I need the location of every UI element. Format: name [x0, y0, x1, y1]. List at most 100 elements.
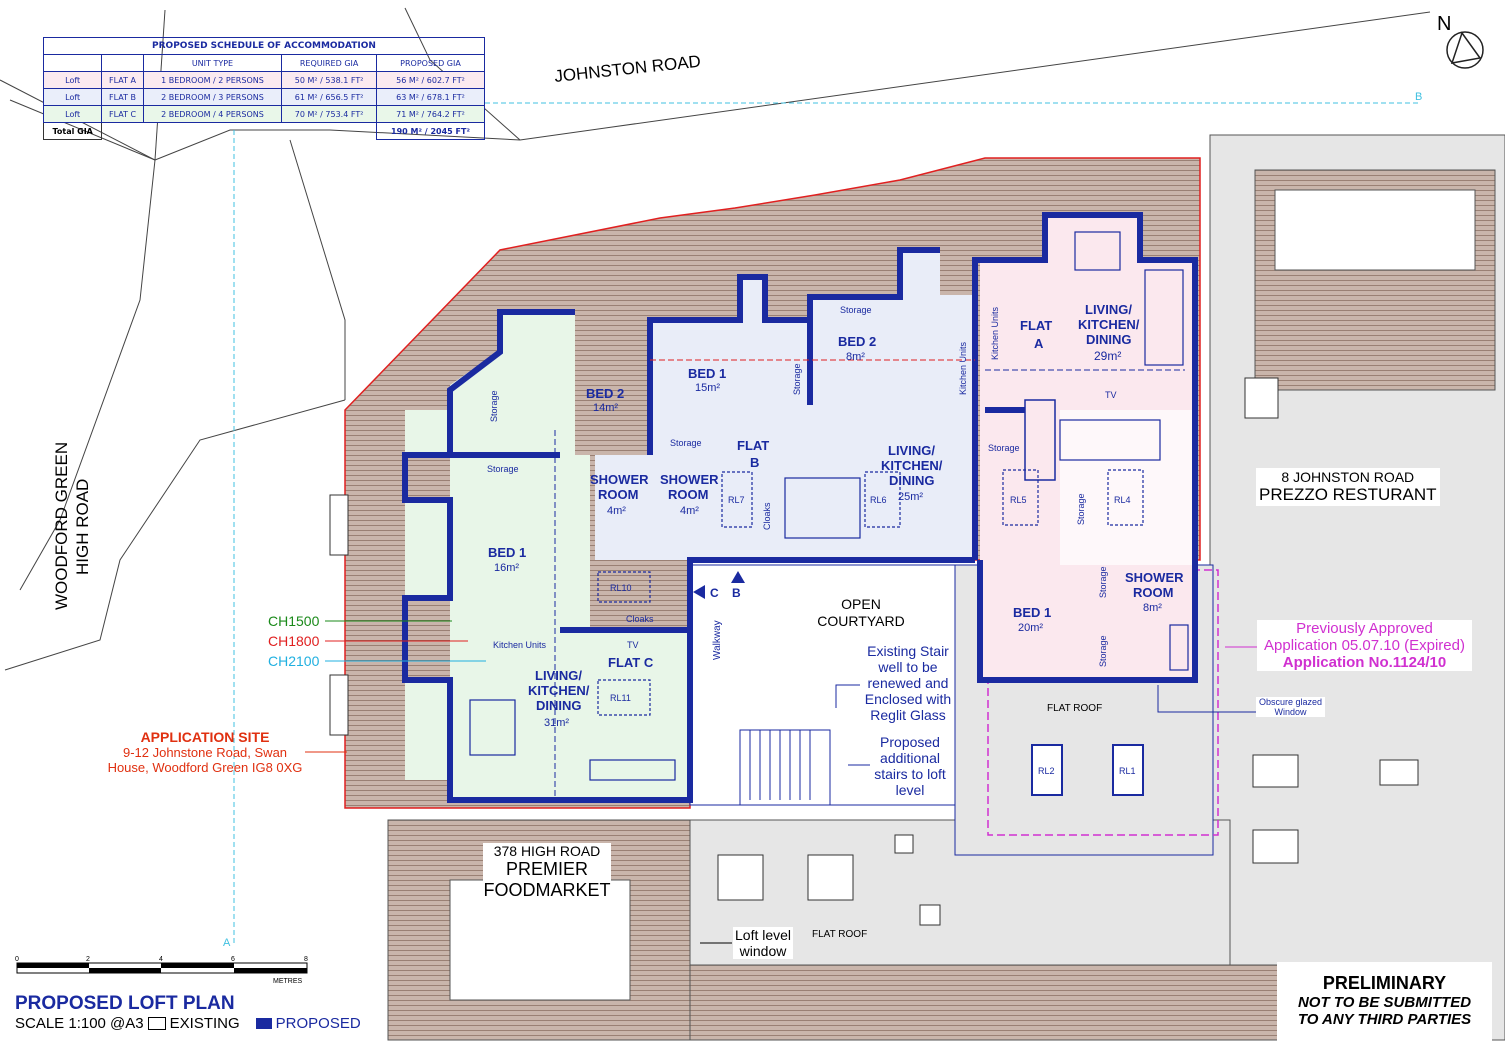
section-b-label: B: [732, 586, 741, 600]
flat-a-dining-label: DINING: [1086, 332, 1132, 347]
stair-note-line: renewed and: [868, 675, 949, 691]
flat-b-letter: B: [750, 455, 759, 470]
approved-line-1: Previously Approved: [1296, 620, 1433, 637]
cell: FLAT A: [101, 71, 144, 89]
walkway-label: Walkway: [712, 620, 723, 660]
stair-note: Existing Stair well to be renewed and En…: [865, 643, 951, 798]
flat-b-rl7: RL7: [728, 495, 745, 505]
stair-prop-line: Proposed: [880, 734, 940, 750]
scale-bar: 0 2 4 6 8 METRES: [15, 956, 308, 985]
prezzo-label: 8 JOHNSTON ROAD PREZZO RESTURANT: [1256, 468, 1440, 506]
flat-c-kitchen-label: KITCHEN/: [528, 683, 590, 698]
section-b-arrow-icon: [731, 571, 745, 583]
stair-prop-line: additional: [880, 750, 940, 766]
flat-a-living-label: LIVING/: [1085, 302, 1132, 317]
flat-b-kitchen-units: Kitchen Units: [958, 341, 968, 395]
flat-c-kitchen-units: Kitchen Units: [493, 640, 547, 650]
proposed-walls: [402, 212, 1198, 803]
flat-b-shower-area: 4m²: [680, 505, 699, 517]
cell: 1 BEDROOM / 2 PERSONS: [142, 71, 283, 89]
prelim-line-3: TO ANY THIRD PARTIES: [1297, 1011, 1472, 1028]
scale-tick: 6: [231, 956, 235, 963]
rl2-label: RL2: [1038, 766, 1055, 776]
blank: [102, 123, 377, 140]
cell: 70 M² / 753.4 FT²: [281, 105, 377, 123]
flat-a-shower-area: 8m²: [1143, 602, 1162, 614]
flat-c-cloaks: Cloaks: [626, 614, 654, 624]
flat-c-bed2-area: 14m²: [593, 402, 618, 414]
cell: FLAT B: [101, 88, 144, 106]
premier-label: 378 HIGH ROAD PREMIER FOODMARKET: [483, 843, 611, 901]
street-lines: [0, 7, 1431, 671]
application-site-note: APPLICATION SITE 9-12 Johnstone Road, Sw…: [100, 730, 310, 776]
scale-tick: 2: [86, 956, 90, 963]
flat-c-living-label: LIVING/: [535, 668, 582, 683]
flat-c-name: FLAT C: [608, 655, 654, 670]
prelim-line-1: PRELIMINARY: [1322, 973, 1447, 993]
cell: Loft: [42, 105, 103, 123]
stair-note-line: Enclosed with: [865, 691, 951, 707]
scale-tick: 0: [15, 956, 19, 963]
preliminary-stamp: PRELIMINARY NOT TO BE SUBMITTED TO ANY T…: [1277, 962, 1492, 1042]
flat-b-bed1-area: 15m²: [695, 382, 720, 394]
scale-tick: 4: [159, 956, 163, 963]
open-courtyard: [689, 564, 956, 806]
flat-c-shower-area: 4m²: [607, 505, 626, 517]
approved-line-2: Application 05.07.10 (Expired): [1264, 637, 1465, 654]
schedule-header: REQUIRED GIA: [281, 54, 377, 72]
prezzo-address: 8 JOHNSTON ROAD: [1281, 469, 1415, 485]
flat-a-bed-area: 20m²: [1018, 622, 1043, 634]
flat-b-bed2-area: 8m²: [846, 351, 865, 363]
stair-prop-line: level: [896, 782, 925, 798]
flat-roof-label: FLAT ROOF: [1047, 703, 1102, 714]
plan-title: PROPOSED LOFT PLAN: [15, 993, 235, 1014]
cell: FLAT C: [101, 105, 144, 123]
premier-name-1: PREMIER: [505, 859, 588, 879]
flat-a-storage-2: Storage: [1076, 493, 1086, 525]
stair-prop-line: stairs to loft: [874, 766, 946, 782]
cell: 63 M² / 678.1 FT²: [375, 88, 486, 106]
schedule-title: PROPOSED SCHEDULE OF ACCOMMODATION: [43, 37, 485, 55]
cell: Loft: [42, 88, 103, 106]
stair-note-line: well to be: [877, 659, 937, 675]
flat-c-storage: Storage: [487, 464, 519, 474]
north-arrow-icon: N: [1437, 13, 1484, 69]
ch1500-label: CH1500: [268, 613, 320, 629]
flat-b-area: [595, 250, 975, 560]
loft-window-line: Loft level: [735, 927, 792, 943]
flat-c-living-area: 31m²: [544, 717, 569, 729]
obscure-arrow-icon: [1157, 685, 1258, 713]
flat-a-letter: A: [1034, 336, 1044, 351]
flat-b-kitchen-label: KITCHEN/: [881, 458, 943, 473]
flat-c-dining-label: DINING: [536, 698, 582, 713]
premier-name-2: FOODMARKET: [483, 880, 611, 900]
flat-b-storage-3: Storage: [792, 363, 802, 395]
site-line-1: 9-12 Johnstone Road, Swan: [122, 745, 288, 760]
flat-c-bed1-label: BED 1: [488, 545, 526, 560]
stair-note-line: Reglit Glass: [870, 707, 945, 723]
flat-a-tv: TV: [1105, 390, 1117, 400]
flat-b-name: FLAT: [737, 438, 769, 453]
approved-line-3: Application No.1124/10: [1282, 654, 1447, 671]
cell: 71 M² / 764.2 FT²: [375, 105, 486, 123]
site-line-2: House, Woodford Green IG8 0XG: [107, 760, 303, 775]
ch1800-label: CH1800: [268, 633, 320, 649]
flat-c-bed2-label: BED 2: [586, 386, 624, 401]
loft-window-line: window: [739, 943, 787, 959]
schedule-header: PROPOSED GIA: [375, 54, 486, 72]
flat-a-rl5: RL5: [1010, 495, 1027, 505]
total-gia-value: 190 M² / 2045 FT²: [375, 122, 486, 140]
scale-legend: SCALE 1:100 @A3 EXISTING PROPOSED: [15, 1015, 361, 1032]
flat-a-shower-label: SHOWER: [1125, 570, 1184, 585]
existing-swatch: [147, 1017, 166, 1030]
scale-unit: METRES: [273, 978, 303, 985]
section-c-label: C: [710, 586, 719, 600]
stair-note-arrow-icon: [835, 684, 860, 708]
flat-a-kitchen-units: Kitchen Units: [990, 306, 1000, 360]
woodford-green-label: WOODFORD GREEN: [52, 442, 71, 610]
prelim-line-2: NOT TO BE SUBMITTED: [1297, 994, 1472, 1011]
premier-address: 378 HIGH ROAD: [493, 843, 601, 859]
schedule-header: UNIT TYPE: [142, 54, 283, 72]
cell: Loft: [42, 71, 103, 89]
